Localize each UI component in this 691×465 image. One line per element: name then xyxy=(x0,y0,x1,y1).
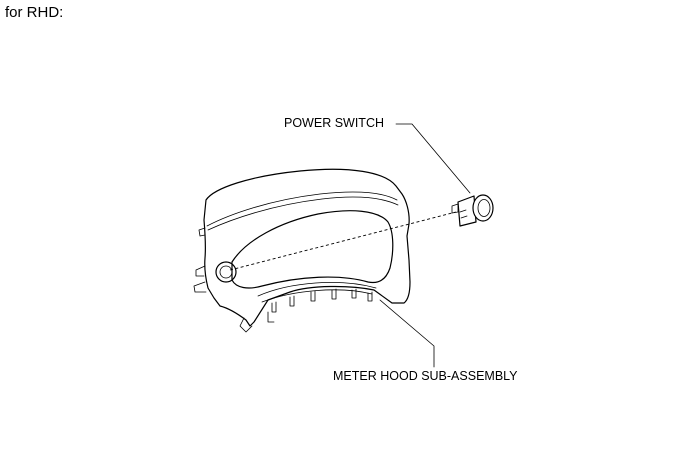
power-switch-ribs xyxy=(459,209,468,219)
meter-hood-outline xyxy=(203,168,411,327)
hood-seam-line xyxy=(206,191,398,227)
meter-hood-leader xyxy=(379,299,435,368)
meter-opening xyxy=(231,210,394,289)
switch-mounting-hole xyxy=(215,261,237,283)
bottom-bracket xyxy=(239,317,253,333)
clip xyxy=(351,288,357,299)
power-switch-button-face xyxy=(477,199,491,217)
meter-hood-sub-assembly xyxy=(193,168,411,333)
power-switch xyxy=(451,194,494,227)
power-switch-leader xyxy=(395,123,471,194)
diagram-heading: for RHD: xyxy=(5,4,64,21)
power-switch-connector xyxy=(451,203,459,214)
power-switch-body xyxy=(457,195,477,227)
lower-trim-line xyxy=(257,282,377,297)
left-tab-upper xyxy=(198,227,206,237)
install-path-line xyxy=(229,211,457,271)
bottom-bracket-right xyxy=(267,311,275,323)
mounting-clips xyxy=(271,288,373,313)
clip xyxy=(289,295,295,307)
clip xyxy=(310,290,316,302)
lower-trim-line-2 xyxy=(261,289,373,303)
left-tab-lower xyxy=(193,281,207,293)
clip xyxy=(331,288,337,300)
clip xyxy=(271,301,277,313)
leader-lines xyxy=(379,123,471,368)
switch-mounting-hole-inner xyxy=(219,265,233,279)
meter-hood-label: METER HOOD SUB-ASSEMBLY xyxy=(333,369,518,383)
clip xyxy=(367,291,373,302)
hood-seam-line-inner xyxy=(207,196,399,231)
power-switch-label: POWER SWITCH xyxy=(284,116,384,130)
left-tab-middle xyxy=(195,265,206,277)
